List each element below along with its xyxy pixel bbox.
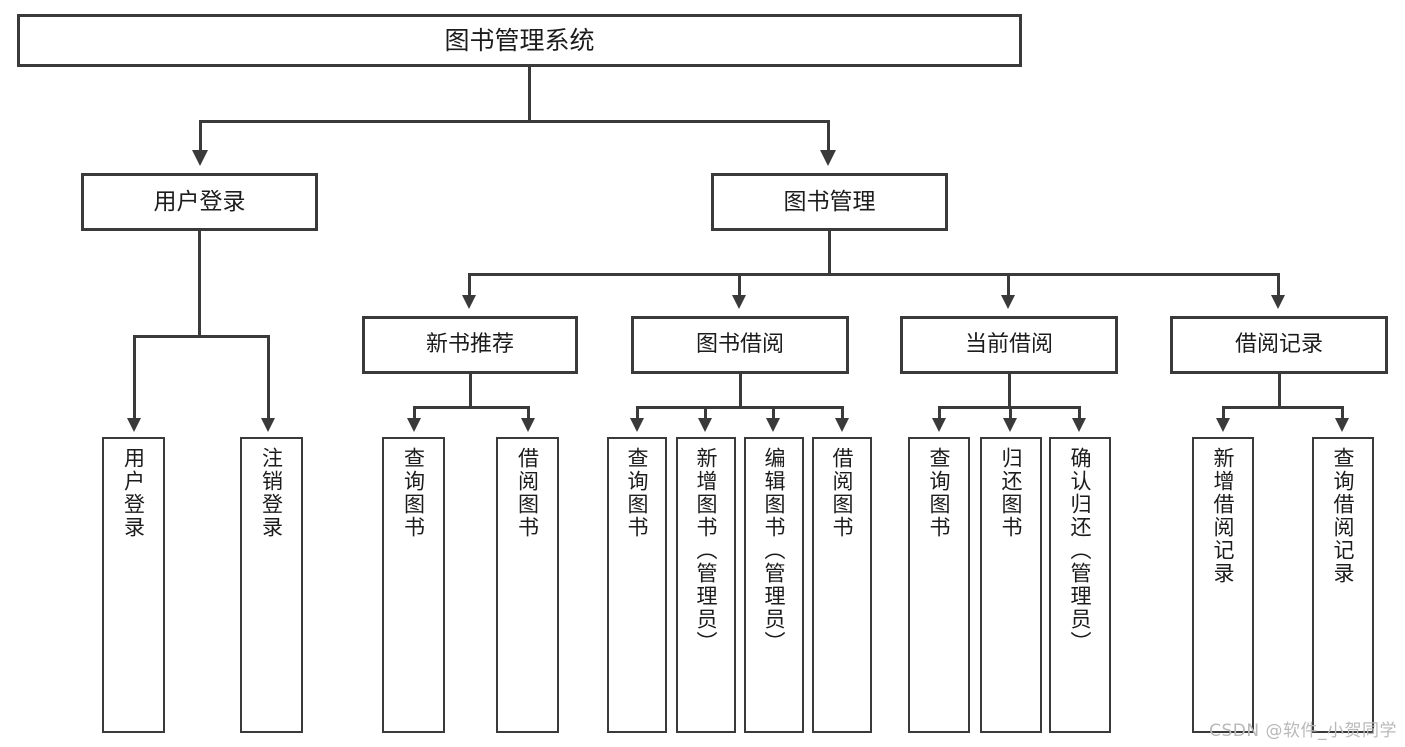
- node-label: 归还图书: [999, 447, 1024, 539]
- node-label: 借阅记录: [1234, 332, 1323, 358]
- node-label: 查询借阅记录: [1331, 447, 1356, 585]
- connector-drop-borrow-record: [1277, 273, 1280, 298]
- node-book-borrow: 图书借阅: [631, 316, 849, 374]
- node-new-book-recommend: 新书推荐: [362, 316, 578, 374]
- node-label: 确认归还（管理员）: [1068, 447, 1093, 654]
- connector-book-borrow-stem: [739, 374, 742, 406]
- connector-user-login-bus: [133, 335, 270, 338]
- node-label: 借阅图书: [515, 447, 540, 539]
- connector-drop-leaf-new-book-1: [413, 406, 416, 421]
- connector-drop-leaf-borrow-record-2: [1341, 406, 1344, 421]
- arrow-to-leaf-user-login-1: [127, 418, 141, 432]
- connector-drop-leaf-borrow-record-1: [1222, 406, 1225, 421]
- arrow-to-leaf-book-borrow-1: [630, 418, 644, 432]
- arrow-to-book-borrow: [732, 295, 746, 309]
- arrow-to-leaf-book-borrow-3: [766, 418, 780, 432]
- connector-drop-leaf-book-borrow-2: [704, 406, 707, 421]
- node-label: 图书管理: [783, 188, 876, 215]
- arrow-to-leaf-borrow-record-2: [1335, 418, 1349, 432]
- leaf-borrow-record-add: 新增借阅记录: [1192, 437, 1254, 733]
- node-label: 新增图书（管理员）: [694, 447, 719, 654]
- node-label: 查询图书: [401, 447, 426, 539]
- arrow-to-new-book: [462, 295, 476, 309]
- connector-root-stem: [528, 67, 531, 120]
- node-label: 当前借阅: [964, 332, 1053, 358]
- node-label: 查询图书: [927, 447, 952, 539]
- node-current-borrow: 当前借阅: [900, 316, 1118, 374]
- connector-drop-leaf-user-login-1: [133, 335, 136, 421]
- arrow-to-leaf-book-borrow-4: [835, 418, 849, 432]
- connector-borrow-record-stem: [1278, 374, 1281, 406]
- leaf-current-borrow-return: 归还图书: [980, 437, 1042, 733]
- arrow-to-borrow-record: [1271, 295, 1285, 309]
- connector-level1-bus: [199, 120, 830, 123]
- arrow-to-leaf-new-book-2: [521, 418, 535, 432]
- connector-book-mgmt-stem: [828, 231, 831, 273]
- connector-level2-bus: [468, 273, 1280, 276]
- arrow-to-book-mgmt: [820, 150, 836, 166]
- node-book-management: 图书管理: [711, 173, 948, 231]
- connector-new-book-bus: [413, 406, 530, 409]
- arrow-to-user-login: [192, 150, 208, 166]
- node-label: 用户登录: [153, 188, 246, 215]
- leaf-book-borrow-add: 新增图书（管理员）: [676, 437, 736, 733]
- arrow-to-leaf-current-borrow-2: [1003, 418, 1017, 432]
- connector-drop-leaf-new-book-2: [527, 406, 530, 421]
- connector-book-borrow-bus: [636, 406, 844, 409]
- connector-drop-leaf-user-login-2: [267, 335, 270, 421]
- leaf-current-borrow-confirm-return: 确认归还（管理员）: [1049, 437, 1111, 733]
- connector-borrow-record-bus: [1222, 406, 1344, 409]
- connector-user-login-stem: [198, 231, 201, 335]
- arrow-to-leaf-book-borrow-2: [698, 418, 712, 432]
- node-label: 图书借阅: [695, 332, 784, 358]
- connector-drop-leaf-book-borrow-3: [772, 406, 775, 421]
- leaf-current-borrow-query: 查询图书: [908, 437, 970, 733]
- connector-drop-leaf-current-borrow-1: [938, 406, 941, 421]
- leaf-book-borrow-query: 查询图书: [607, 437, 667, 733]
- connector-drop-user-login: [199, 120, 202, 153]
- node-user-login: 用户登录: [81, 173, 318, 231]
- connector-drop-book-mgmt: [827, 120, 830, 153]
- node-root-system: 图书管理系统: [17, 14, 1022, 67]
- arrow-to-leaf-new-book-1: [407, 418, 421, 432]
- leaf-new-book-query: 查询图书: [382, 437, 445, 733]
- connector-drop-leaf-current-borrow-2: [1009, 406, 1012, 421]
- node-label: 新增借阅记录: [1211, 447, 1236, 585]
- arrow-to-leaf-current-borrow-1: [932, 418, 946, 432]
- node-label: 注销登录: [259, 447, 284, 539]
- leaf-user-login-logout: 注销登录: [240, 437, 303, 733]
- arrow-to-leaf-user-login-2: [261, 418, 275, 432]
- arrow-to-current-borrow: [1001, 295, 1015, 309]
- node-label: 新书推荐: [425, 332, 514, 358]
- connector-drop-leaf-current-borrow-3: [1078, 406, 1081, 421]
- leaf-book-borrow-borrow: 借阅图书: [812, 437, 872, 733]
- connector-drop-current-borrow: [1007, 273, 1010, 298]
- node-borrow-record: 借阅记录: [1170, 316, 1388, 374]
- leaf-new-book-borrow: 借阅图书: [496, 437, 559, 733]
- node-label: 图书管理系统: [444, 25, 595, 55]
- connector-new-book-stem: [469, 374, 472, 406]
- node-label: 借阅图书: [830, 447, 855, 539]
- leaf-user-login-login: 用户登录: [102, 437, 165, 733]
- connector-drop-new-book: [468, 273, 471, 298]
- connector-drop-book-borrow: [738, 273, 741, 298]
- connector-drop-leaf-book-borrow-4: [841, 406, 844, 421]
- arrow-to-leaf-current-borrow-3: [1072, 418, 1086, 432]
- node-label: 编辑图书（管理员）: [762, 447, 787, 654]
- node-label: 查询图书: [625, 447, 650, 539]
- leaf-borrow-record-query: 查询借阅记录: [1312, 437, 1374, 733]
- connector-drop-leaf-book-borrow-1: [636, 406, 639, 421]
- connector-current-borrow-stem: [1008, 374, 1011, 406]
- node-label: 用户登录: [121, 447, 146, 539]
- arrow-to-leaf-borrow-record-1: [1216, 418, 1230, 432]
- leaf-book-borrow-edit: 编辑图书（管理员）: [744, 437, 804, 733]
